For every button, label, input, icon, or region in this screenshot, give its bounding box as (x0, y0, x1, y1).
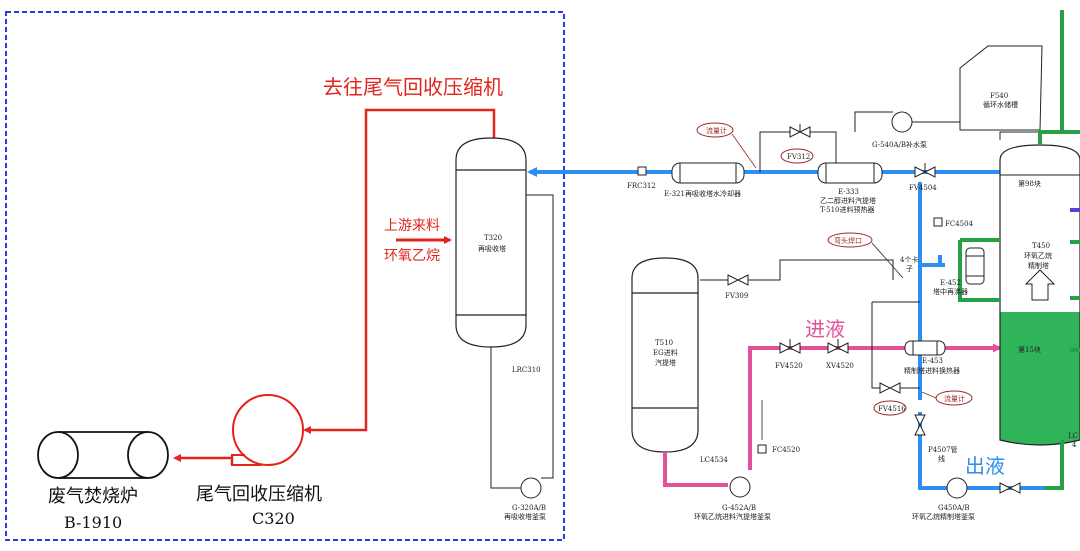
fv4504-valve (914, 163, 936, 178)
t510-name-1: EG进料 (653, 348, 678, 357)
flowmeter-label-1: 流量计 (706, 126, 727, 135)
e453-name: 精制塔进料换热器 (904, 366, 960, 375)
flowmeter-leader-1 (731, 133, 757, 169)
exchanger-e333 (817, 162, 883, 184)
feed-in-label: 进液 (805, 317, 845, 341)
compressor-c320 (231, 394, 304, 466)
g452-tag: G-452A/B (722, 504, 756, 512)
incinerator-b1910 (37, 431, 169, 479)
fc4520-label: FC4520 (772, 446, 800, 454)
g320-name: 再吸收塔釜泵 (504, 512, 546, 521)
fv312-label: FV312 (787, 153, 810, 161)
f540-name: 循环水储槽 (983, 100, 1018, 109)
fv309-label: FV309 (725, 292, 748, 300)
fv4516-bypass (871, 301, 920, 394)
t450-tray-top: 第98块 (1018, 179, 1041, 188)
weld-port-bubble (827, 232, 873, 248)
reboiler-e452 (965, 247, 985, 285)
e333-name-1: 乙二醇进料汽提塔 (820, 196, 876, 205)
four-card-label-1: 4个卡 (900, 255, 918, 264)
flowmeter-label-2: 流量计 (944, 394, 965, 403)
g450-name: 环氧乙烷精制塔釜泵 (912, 512, 975, 521)
fv312-tag-bubble (780, 148, 814, 164)
to-compressor-label: 去往尾气回收压缩机 (323, 75, 503, 99)
pump-g452 (729, 476, 751, 498)
t320-bottoms-line (490, 194, 554, 499)
fc4520-box (757, 444, 767, 454)
exchanger-e321 (671, 162, 745, 184)
green-flow-lines (958, 10, 1080, 490)
lrc310-label: LRC310 (512, 366, 541, 374)
fv4520-valve (779, 339, 801, 354)
outlet-valve (999, 482, 1021, 494)
t450-name-1: 环氧乙烷 (1024, 251, 1052, 260)
upstream-feed-label-2: 环氧乙烷 (384, 248, 440, 264)
xv4520-label: XV4520 (826, 362, 854, 370)
highlight-box (5, 11, 565, 541)
flowmeter-leader-2 (921, 391, 937, 399)
incinerator-tag: B-1910 (64, 513, 122, 532)
g450-tag: G450A/B (938, 504, 970, 512)
compressor-tag: C320 (252, 509, 295, 528)
t450-tray-mid: 第15块 (1018, 345, 1041, 354)
t450-name-2: 精制塔 (1028, 261, 1049, 270)
g452-name: 环氧乙烷进料汽提塔釜泵 (694, 512, 771, 521)
fv4504-label: FV4504 (909, 184, 937, 192)
fv4520-label: FV4520 (775, 362, 803, 370)
fv4516-label: FV4516 (878, 405, 906, 413)
tank-f540 (959, 45, 1043, 131)
fv309-line (700, 259, 894, 286)
t450-tag: T450 (1032, 242, 1050, 250)
t510-name-2: 汽提塔 (655, 358, 676, 367)
e333-tag: E-333 (838, 188, 859, 196)
red-flow-lines (173, 108, 496, 465)
fv312-bypass (759, 124, 837, 172)
exchanger-e453 (904, 340, 946, 356)
upstream-feed-label-1: 上游来料 (384, 218, 440, 234)
e321-label: E-321再吸收塔水冷却器 (664, 189, 741, 198)
t320-name: 再吸收塔 (478, 244, 506, 253)
liquid-out-label: 出液 (965, 454, 1005, 478)
column-t450 (999, 144, 1080, 446)
incinerator-name: 废气焚烧炉 (48, 486, 138, 507)
t450-lc-1: LC (1068, 432, 1078, 440)
t510-tag: T510 (655, 339, 673, 347)
g320-tag: G-320A/B (512, 504, 546, 512)
lc4534-label: LC4534 (700, 456, 728, 464)
p4507-label-1: P4507管 (928, 445, 958, 454)
flowmeter-bubble-1 (696, 122, 734, 138)
frc312-label: FRC312 (627, 182, 656, 190)
f540-tag: F540 (990, 92, 1008, 100)
t320-tag: T320 (484, 234, 502, 242)
four-card-label-2: 子 (906, 265, 913, 273)
e333-name-2: T-510进料预热器 (820, 205, 875, 214)
t450-lc-2: 4 (1072, 441, 1077, 449)
xv4520-valve (827, 339, 849, 354)
column-t510 (631, 257, 699, 453)
e452-name: 塔中再沸器 (933, 287, 968, 296)
g540-label: G-540A/B补水泵 (872, 140, 927, 149)
weld-port-label: 弯头焊口 (834, 236, 862, 245)
fv4516-tag-bubble (873, 400, 907, 416)
pump-g450 (946, 477, 968, 499)
e453-tag: E-453 (922, 357, 943, 365)
p4507-valve (914, 414, 926, 436)
e452-tag: E-452 (940, 279, 961, 287)
p4507-label-2: 线 (938, 454, 945, 463)
column-t320 (455, 137, 527, 348)
fc4504-box (933, 217, 943, 227)
compressor-name: 尾气回收压缩机 (196, 484, 322, 505)
frc312-box (637, 166, 647, 176)
fc4504-label: FC4504 (945, 220, 974, 228)
